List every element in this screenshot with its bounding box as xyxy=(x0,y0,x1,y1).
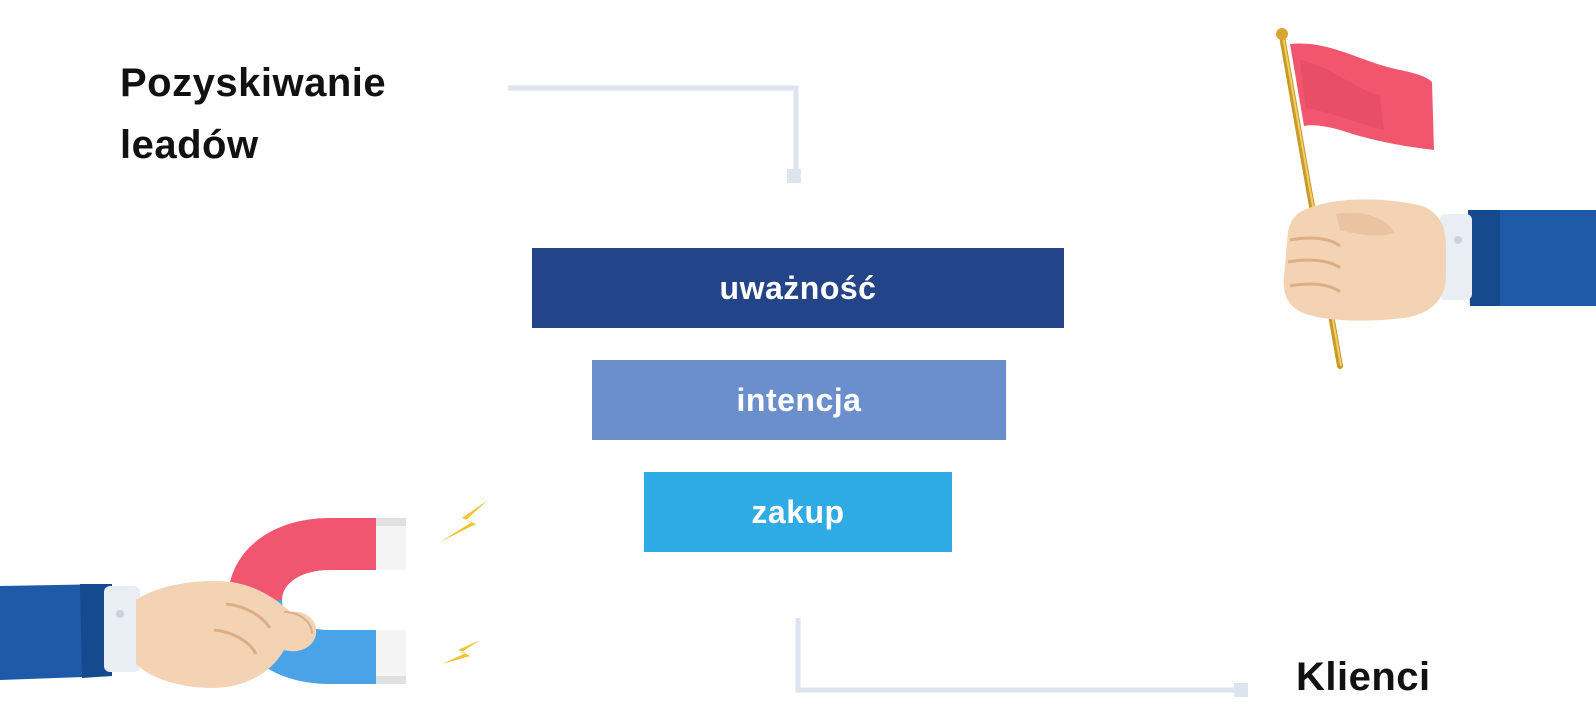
funnel-stage-purchase: zakup xyxy=(644,472,952,552)
funnel-stage-intent: intencja xyxy=(592,360,1006,440)
heading-clients: Klienci xyxy=(1296,655,1431,699)
connector-bottom-end-square xyxy=(1234,683,1248,697)
connector-bottom xyxy=(795,618,1240,693)
heading-lead-generation-line-1: Pozyskiwanie xyxy=(120,61,387,105)
spark-bottom-icon xyxy=(442,640,480,664)
spark-top-icon xyxy=(440,500,488,542)
connector-top xyxy=(508,85,799,172)
heading-lead-generation: Pozyskiwanie leadów xyxy=(120,52,480,176)
funnel-stage-awareness: uważność xyxy=(532,248,1064,328)
heading-lead-generation-line-2: leadów xyxy=(120,123,259,167)
connector-top-end-square xyxy=(787,169,801,183)
